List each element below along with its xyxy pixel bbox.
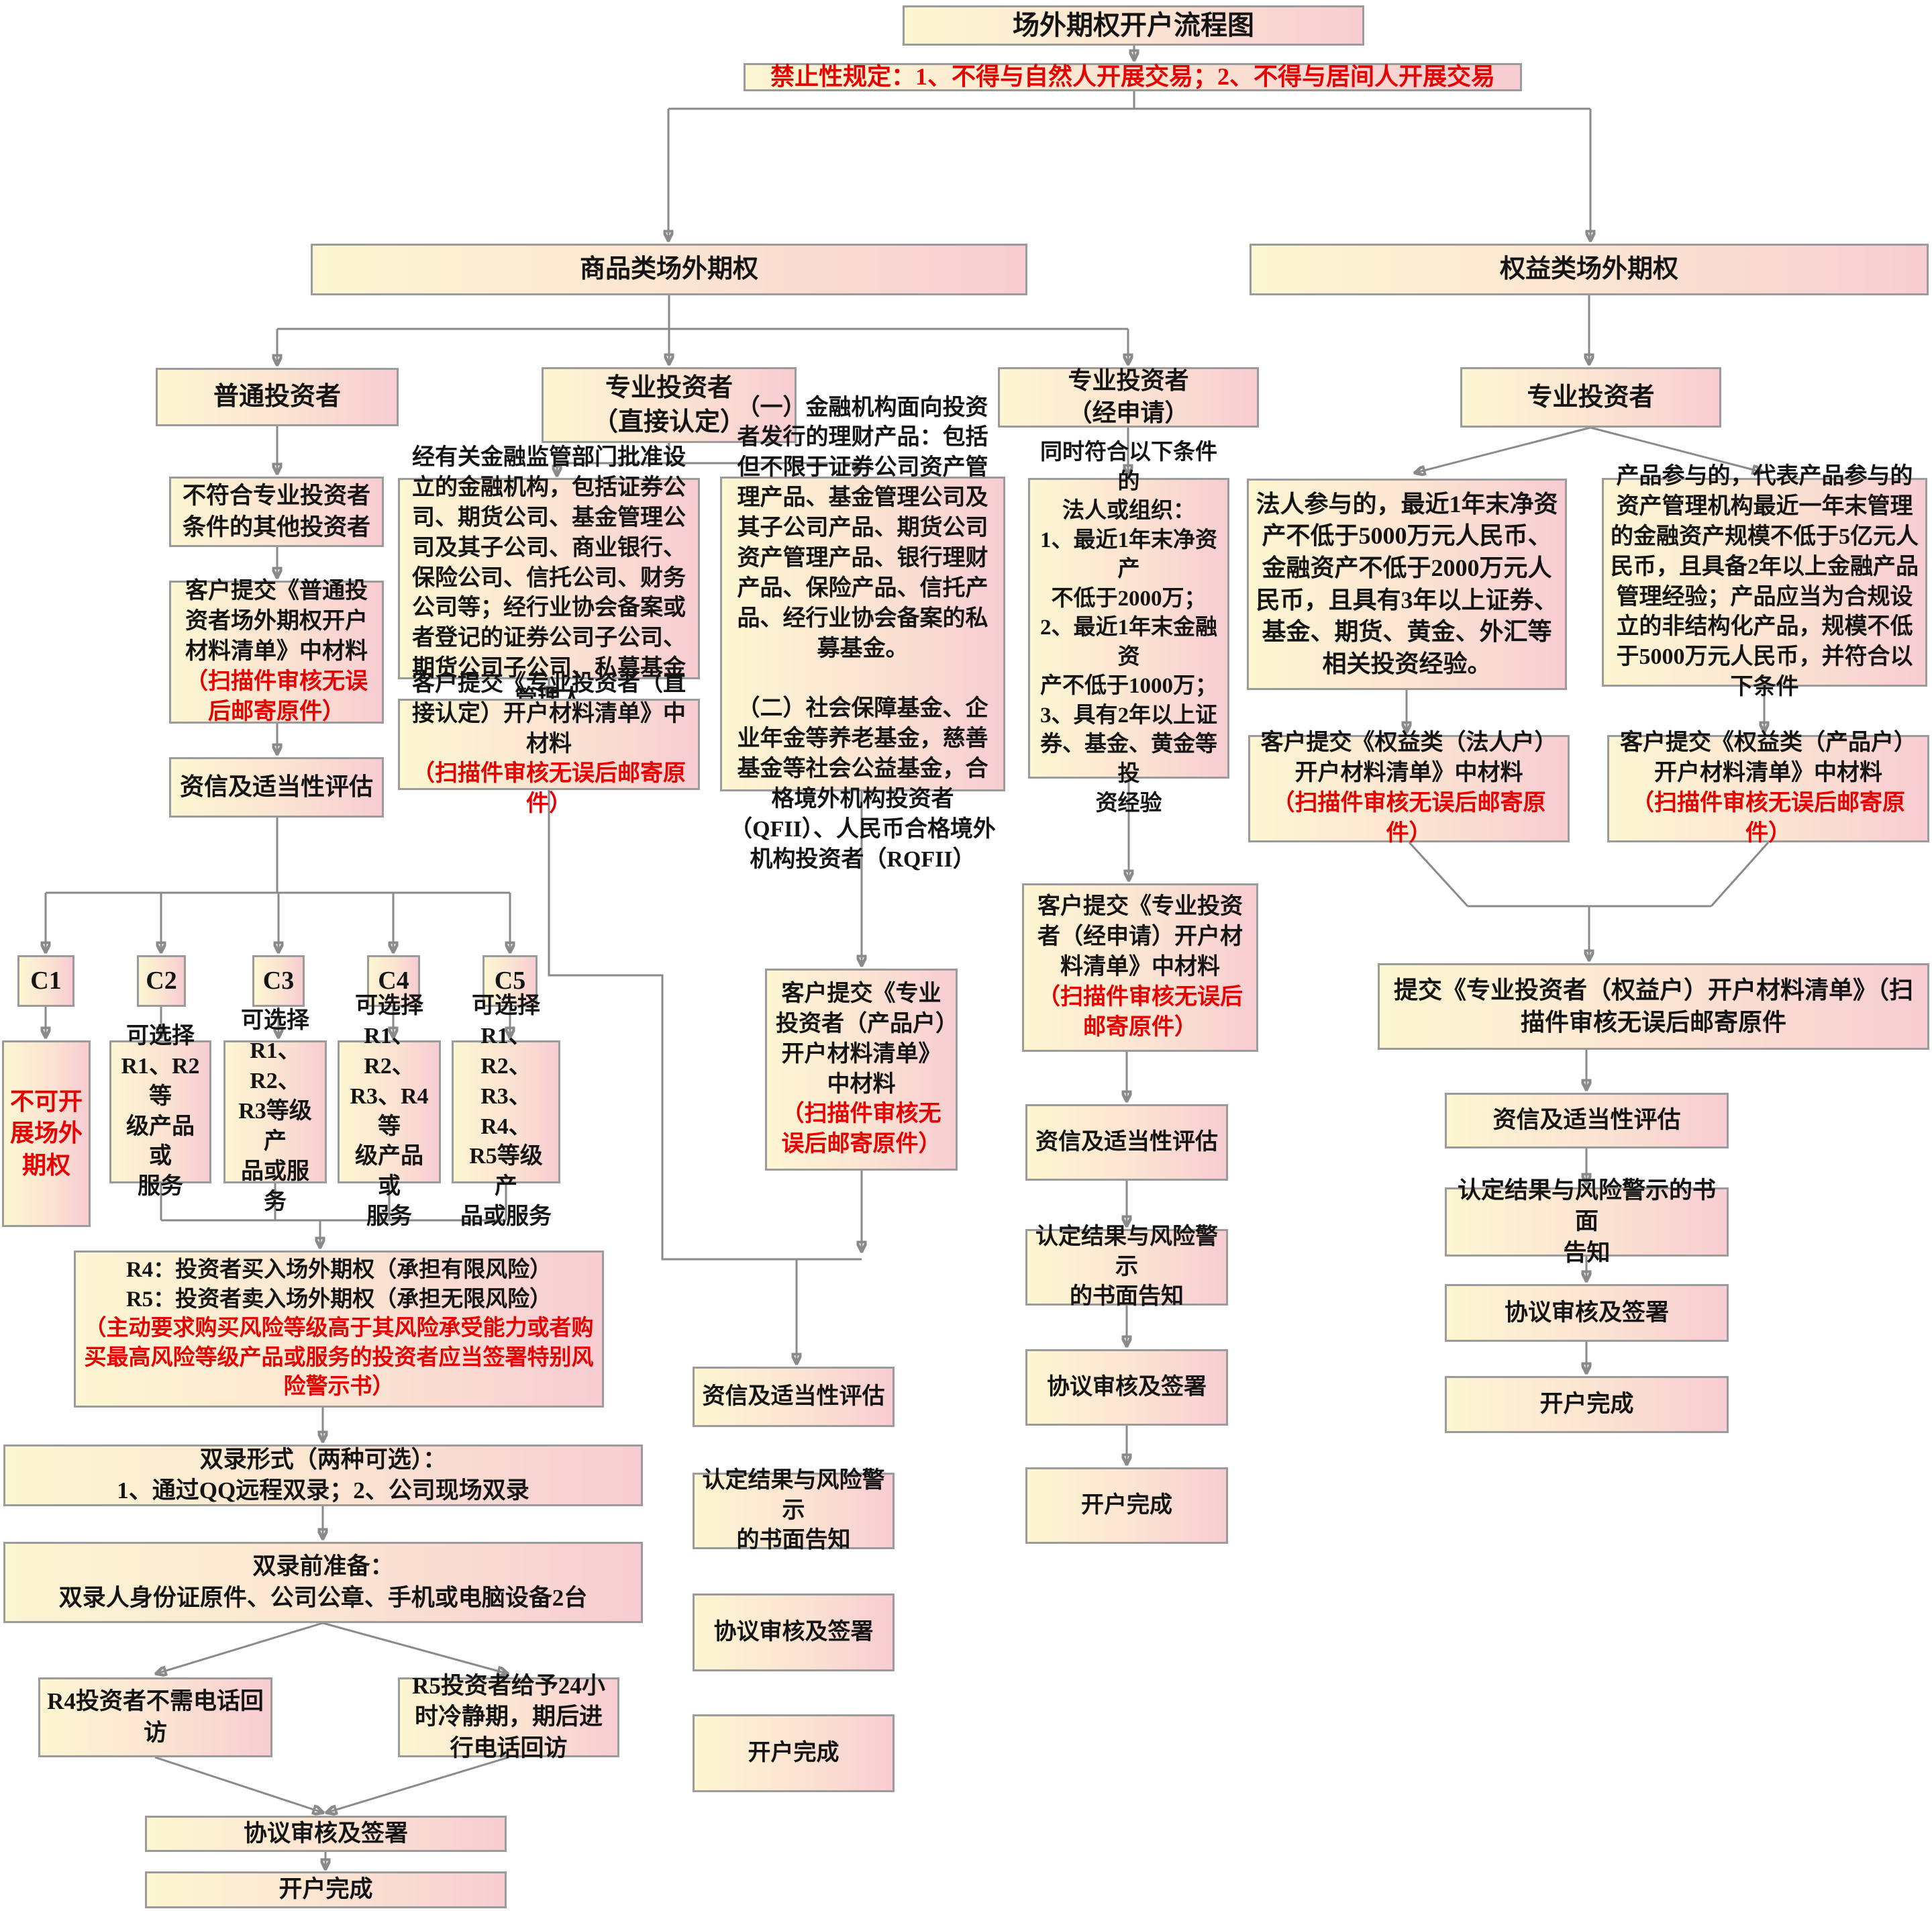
node-agreement-left: 协议审核及签署 [145, 1816, 507, 1852]
node-submit-product-materials: 客户提交《专业投资者（产品户）开户材料清单》中材料 （扫描件审核无误后邮寄原件） [765, 969, 958, 1171]
node-submit-direct-materials: 客户提交《专业投资者（直接认定）开户材料清单》中材料 （扫描件审核无误后邮寄原件… [398, 671, 700, 816]
node-professional-direct: 专业投资者 （直接认定） [542, 367, 797, 443]
node-credit-assessment-mid: 资信及适当性评估 [693, 1367, 895, 1427]
node-financial-institutions: 经有关金融监管部门批准设立的金融机构，包括证券公司、期货公司、基金管理公司及其子… [398, 445, 700, 711]
node-c5-choice: 可选择 R1、R2、 R3、R4、 R5等级产 品或服务 [452, 993, 560, 1229]
node-c1-result: 不可开展场外期权 [2, 1040, 91, 1227]
node-result-notice-apply: 认定结果与风险警示 的书面告知 [1025, 1224, 1228, 1309]
node-professional-apply: 专业投资者 （经申请） [998, 367, 1259, 428]
node-submit-product-account-materials: 客户提交《权益类（产品户）开户材料清单》中材料 （扫描件审核无误后邮寄原件） [1607, 730, 1929, 846]
node-credit-assessment-equity: 资信及适当性评估 [1445, 1093, 1729, 1148]
node-result-notice-equity: 认定结果与风险警示的书面 告知 [1445, 1177, 1729, 1266]
node-ordinary-investor: 普通投资者 [156, 368, 399, 426]
node-done-mid: 开户完成 [693, 1714, 895, 1792]
node-title: 场外期权开户流程图 [903, 5, 1364, 46]
node-other-investor: 不符合专业投资者条件的其他投资者 [169, 477, 384, 547]
node-c2-choice: 可选择 R1、R2等 级产品或 服务 [109, 1024, 211, 1199]
node-r4-r5-risk-note: R4：投资者买入场外期权（承担有限风险） R5：投资者卖入场外期权（承担无限风险… [74, 1251, 604, 1408]
node-c3: C3 [252, 955, 305, 1007]
node-professional-equity: 专业投资者 [1460, 367, 1721, 428]
node-done-equity: 开户完成 [1445, 1376, 1729, 1433]
node-dual-recording-prep: 双录前准备： 双录人身份证原件、公司公章、手机或电脑设备2台 [3, 1542, 643, 1623]
node-submit-legal-account-materials: 客户提交《权益类（法人户）开户材料清单》中材料 （扫描件审核无误后邮寄原件） [1248, 730, 1570, 846]
node-submit-equity-materials: 提交《专业投资者（权益户）开户材料清单》（扫描件审核无误后邮寄原件 [1378, 963, 1929, 1050]
node-agreement-equity: 协议审核及签署 [1445, 1284, 1729, 1342]
node-equity-otc: 权益类场外期权 [1250, 244, 1929, 295]
node-c4: C4 [367, 955, 420, 1007]
node-r5-cooling-period: R5投资者给予24小时冷静期，期后进行电话回访 [398, 1673, 619, 1761]
node-c2: C2 [137, 955, 186, 1007]
node-products-definition: （一）金融机构面向投资者发行的理财产品：包括但不限于证券公司资产管理产品、基金管… [720, 395, 1005, 872]
node-submit-ordinary-materials: 客户提交《普通投资者场外期权开户材料清单》中材料 （扫描件审核无误后邮寄原件） [169, 579, 384, 724]
node-dual-recording-form: 双录形式（两种可选）： 1、通过QQ远程双录；2、公司现场双录 [3, 1444, 643, 1506]
node-credit-assessment-left: 资信及适当性评估 [169, 757, 384, 818]
node-done-left: 开户完成 [145, 1871, 507, 1908]
node-result-notice-mid: 认定结果与风险警示 的书面告知 [693, 1468, 895, 1553]
node-c5: C5 [482, 955, 538, 1007]
node-agreement-mid: 协议审核及签署 [693, 1594, 895, 1671]
node-apply-conditions: 同时符合以下条件的 法人或组织： 1、最近1年末净资产 不低于2000万； 2、… [1028, 440, 1229, 816]
node-c1: C1 [17, 955, 74, 1007]
node-done-apply: 开户完成 [1025, 1467, 1228, 1544]
node-commodity-otc: 商品类场外期权 [311, 244, 1027, 295]
node-legal-person-conditions: 法人参与的，最近1年末净资产不低于5000万元人民币、金融资产不低于2000万元… [1247, 479, 1567, 690]
node-credit-assessment-apply: 资信及适当性评估 [1025, 1104, 1228, 1181]
node-submit-apply-materials: 客户提交《专业投资者（经申请）开户材料清单》中材料 （扫描件审核无误后邮寄原件） [1022, 883, 1258, 1052]
node-ban-rule: 禁止性规定：1、不得与自然人开展交易；2、不得与居间人开展交易 [744, 63, 1522, 91]
node-r4-no-callback: R4投资者不需电话回访 [38, 1677, 272, 1757]
node-c4-choice: 可选择 R1、R2、 R3、R4等 级产品或 服务 [338, 993, 441, 1229]
node-product-participant-conditions: 产品参与的，代表产品参与的资产管理机构最近一年末管理的金融资产规模不低于5亿元人… [1602, 464, 1927, 699]
node-c3-choice: 可选择 R1、R2、 R3等级产 品或服务 [223, 1008, 327, 1214]
node-agreement-apply: 协议审核及签署 [1025, 1349, 1228, 1426]
